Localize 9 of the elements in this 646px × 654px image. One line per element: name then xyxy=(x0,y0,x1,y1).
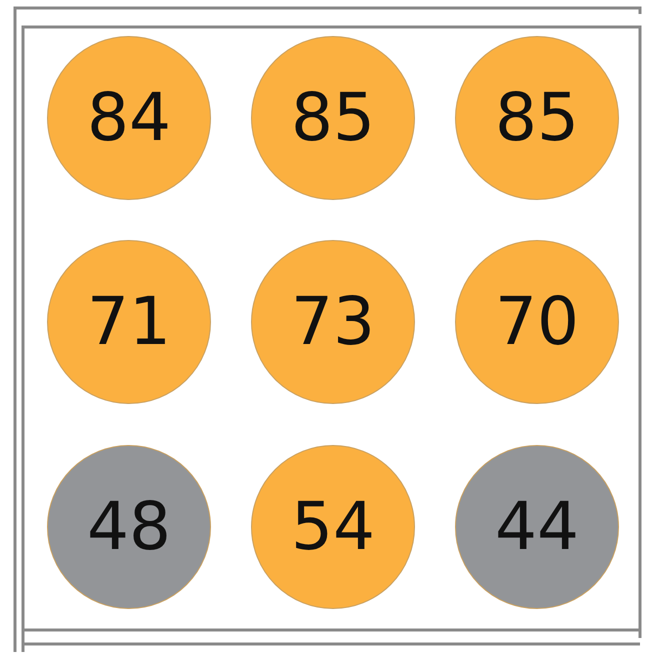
number-circle: 85 xyxy=(455,36,619,200)
number-circle: 70 xyxy=(455,240,619,404)
number-circle: 84 xyxy=(47,36,211,200)
number-circle: 48 xyxy=(47,445,211,609)
number-circle: 73 xyxy=(251,240,415,404)
number-circle: 54 xyxy=(251,445,415,609)
number-circle: 85 xyxy=(251,36,415,200)
number-circle: 44 xyxy=(455,445,619,609)
number-circle: 71 xyxy=(47,240,211,404)
